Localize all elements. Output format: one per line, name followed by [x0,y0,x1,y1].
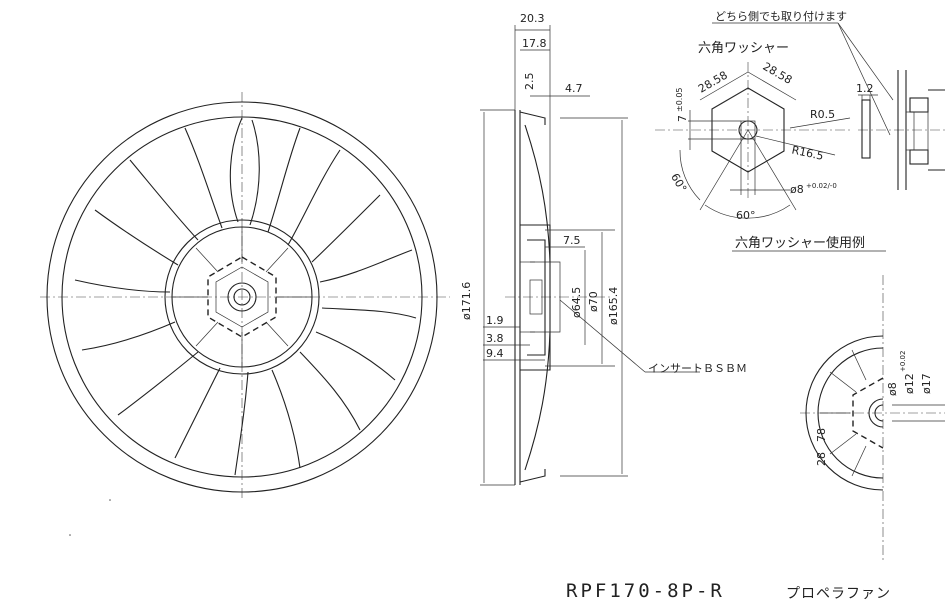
dim-2-5: 2.5 [523,73,536,91]
model-number: RPF170-8P-R [566,580,725,602]
hex-dim-d8: ø8 [790,183,804,196]
dim-20-3: 20.3 [520,12,545,25]
dim-3-8: 3.8 [486,332,504,345]
washer-side-section: 1.2 [856,70,945,190]
det-dim-78: 78 [815,428,828,442]
insert-label: インサートＢＳＢＭ [648,362,747,375]
det-dim-d12: ø12 [903,373,916,394]
dim-d64-5: ø64.5 [570,287,583,318]
hex-dim-28-58-left: 28.58 [696,69,730,96]
hex-dim-28-58-right: 28.58 [761,60,795,87]
dim-4-7: 4.7 [565,82,583,95]
dim-17-8: 17.8 [522,37,547,50]
dim-1-9: 1.9 [486,314,504,327]
hex-washer-detail: どちら側でも取り付けます 六角ワッシャー 28.58 28.58 R0.5 R1… [655,10,945,252]
det-dim-28: 28 [815,452,828,466]
dim-d70: ø70 [587,291,600,312]
det-dim-d8-tol: +0.02 [899,351,907,372]
hex-washer-title: 六角ワッシャー [698,41,789,56]
side-view-dimensions: 20.3 17.8 2.5 4.7 ø171.6 ø64.5 ø70 ø165.… [460,12,747,486]
fan-side-view [505,110,610,485]
det-dim-d17: ø17 [920,373,933,394]
det-dim-d8: ø8 [886,382,899,396]
hex-dim-r16-5: R16.5 [791,143,825,162]
hub-detail: ø8 +0.02 ø12 ø17 78 28 [800,275,945,560]
dim-d165-4: ø165.4 [607,287,620,325]
side-dim-1-2: 1.2 [856,82,874,95]
mounting-note: どちら側でも取り付けます [715,10,847,23]
product-name: プロペラファン [786,586,891,602]
hex-dim-r0-5: R0.5 [810,108,835,121]
hex-dim-7-tol: ±0.05 [675,87,684,112]
fan-blades [74,117,417,476]
hex-dim-60-left: 60° [668,171,689,194]
hex-washer-usage-title: 六角ワッシャー使用例 [735,235,865,251]
dim-d171-6: ø171.6 [460,282,473,320]
hex-dim-60-bottom: 60° [736,209,756,222]
fan-front-view [40,92,450,500]
dim-7-5: 7.5 [563,234,581,247]
dim-9-4: 9.4 [486,347,504,360]
hex-dim-d8-tol: +0.02/-0 [806,182,837,190]
hex-dim-7: 7 [676,115,689,122]
hub-ribs [172,227,312,367]
